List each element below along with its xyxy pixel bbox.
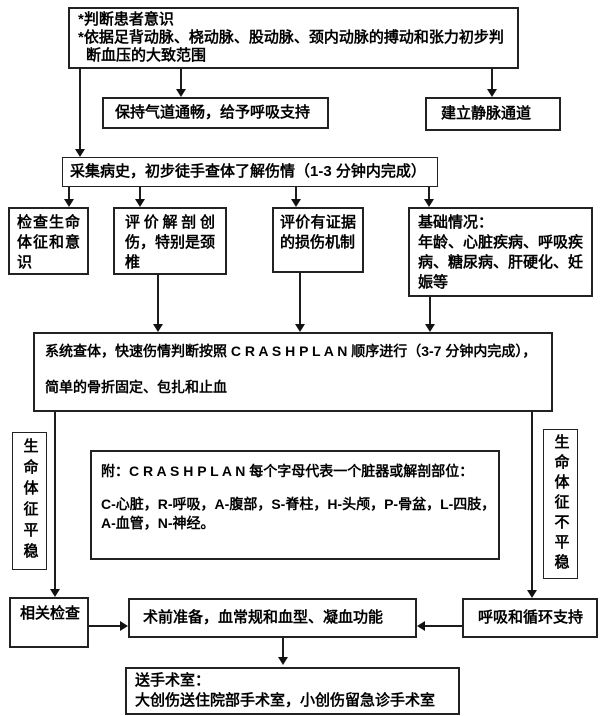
note-line-3: A-血管，N-神经。 <box>101 515 215 531</box>
connector-history-mechanism <box>295 187 297 200</box>
note-line-1: 附：C R A S H P L A N 每个字母代表一个脏器或解剖部位： <box>101 463 474 479</box>
connector-related-preop <box>89 625 121 627</box>
history-label: 采集病史，初步徒手查体了解伤情（1-3 分钟内完成） <box>70 163 426 180</box>
connector-unstable-branch <box>531 411 533 591</box>
baseline-detail: 年龄、心脏疾病、呼吸疾病、糖尿病、肝硬化、妊娠等 <box>418 234 584 291</box>
anatomy-label: 评价解剖创伤，特别是颈椎 <box>125 214 216 271</box>
operating-room-box: 送手术室： 大创伤送住院部手术室，小创伤留急诊手术室 <box>125 667 460 715</box>
baseline-title: 基础情况： <box>418 214 494 231</box>
vitals-stable-box: 生命体征平稳 <box>12 432 47 570</box>
arrowhead-support-preop <box>417 621 425 631</box>
connector-baseline-systemic <box>429 297 431 325</box>
arrowhead-into-related-exams <box>50 589 60 597</box>
connector-history-vitals <box>68 187 70 200</box>
injury-mechanism-box: 评价有证据的损伤机制 <box>272 207 364 273</box>
iv-access-box: 建立静脉通道 <box>425 97 561 131</box>
arrowhead-into-mechanism <box>291 199 301 207</box>
airway-label: 保持气道通畅，给予呼吸支持 <box>115 104 311 121</box>
assess-line-2: *依据足背动脉、桡动脉、股动脉、颈内动脉的搏动和张力初步判断血压的大致范围 <box>78 29 504 64</box>
connector-stable-branch <box>54 412 56 590</box>
connector-assess-history <box>79 68 81 150</box>
connector-assess-airway <box>180 68 182 90</box>
note-line-2: C-心脏，R-呼吸，A-腹部，S-脊柱，H-头颅，P-骨盆，L-四肢， <box>101 496 496 512</box>
vitals-unstable-box: 生命体征不平稳 <box>543 429 578 579</box>
arrowhead-into-airway <box>176 89 186 97</box>
connector-assess-iv <box>491 68 493 90</box>
arrowhead-anatomy-systemic <box>153 324 163 332</box>
iv-access-label: 建立静脉通道 <box>441 105 532 122</box>
arrowhead-baseline-systemic <box>425 324 435 332</box>
history-exam-box: 采集病史，初步徒手查体了解伤情（1-3 分钟内完成） <box>62 157 438 187</box>
connector-mechanism-systemic <box>299 273 301 325</box>
related-exams-box: 相关检查 <box>9 597 89 648</box>
connector-history-baseline <box>428 187 430 200</box>
circ-support-label: 呼吸和循环支持 <box>478 609 584 626</box>
preop-label: 术前准备，血常规和血型、凝血功能 <box>143 609 384 626</box>
connector-history-anatomy <box>139 187 141 200</box>
systemic-line-1: 系统查体，快速伤情判断按照 C R A S H P L A N 顺序进行（3-7… <box>45 343 537 359</box>
connector-anatomy-systemic <box>157 275 159 325</box>
or-line-2: 大创伤送住院部手术室，小创伤留急诊手术室 <box>135 692 436 709</box>
arrowhead-into-or <box>278 657 288 665</box>
or-line-1: 送手术室： <box>135 672 211 689</box>
check-vitals-label: 检查生命体征和意识 <box>17 214 80 271</box>
arrowhead-into-vitals <box>64 199 74 207</box>
arrowhead-related-preop <box>120 621 128 631</box>
arrowhead-into-history <box>75 149 85 157</box>
arrowhead-mechanism-systemic <box>295 324 305 332</box>
arrowhead-into-circ-support <box>527 590 537 598</box>
crashplan-note-box: 附：C R A S H P L A N 每个字母代表一个脏器或解剖部位： C-心… <box>90 450 500 560</box>
anatomy-injury-box: 评价解剖创伤，特别是颈椎 <box>113 207 227 275</box>
check-vitals-box: 检查生命体征和意识 <box>8 207 89 275</box>
arrowhead-into-iv <box>487 89 497 97</box>
connector-preop-or <box>282 638 284 658</box>
connector-support-preop <box>425 625 462 627</box>
mechanism-label: 评价有证据的损伤机制 <box>280 214 356 251</box>
baseline-condition-box: 基础情况： 年龄、心脏疾病、呼吸疾病、糖尿病、肝硬化、妊娠等 <box>408 207 593 297</box>
initial-assessment-box: *判断患者意识 *依据足背动脉、桡动脉、股动脉、颈内动脉的搏动和张力初步判断血压… <box>68 7 519 69</box>
related-exams-label: 相关检查 <box>20 605 81 622</box>
arrowhead-into-baseline <box>424 199 434 207</box>
vitals-stable-label: 生命体征平稳 <box>21 438 39 564</box>
systemic-exam-box: 系统查体，快速伤情判断按照 C R A S H P L A N 顺序进行（3-7… <box>33 332 553 412</box>
resp-circ-support-box: 呼吸和循环支持 <box>462 598 598 638</box>
preop-preparation-box: 术前准备，血常规和血型、凝血功能 <box>128 598 417 638</box>
systemic-line-2: 简单的骨折固定、包扎和止血 <box>45 379 227 395</box>
arrowhead-into-anatomy <box>135 199 145 207</box>
assess-line-1: *判断患者意识 <box>78 11 174 28</box>
vitals-unstable-label: 生命体征不平稳 <box>552 434 570 574</box>
airway-support-box: 保持气道通畅，给予呼吸支持 <box>102 97 329 129</box>
